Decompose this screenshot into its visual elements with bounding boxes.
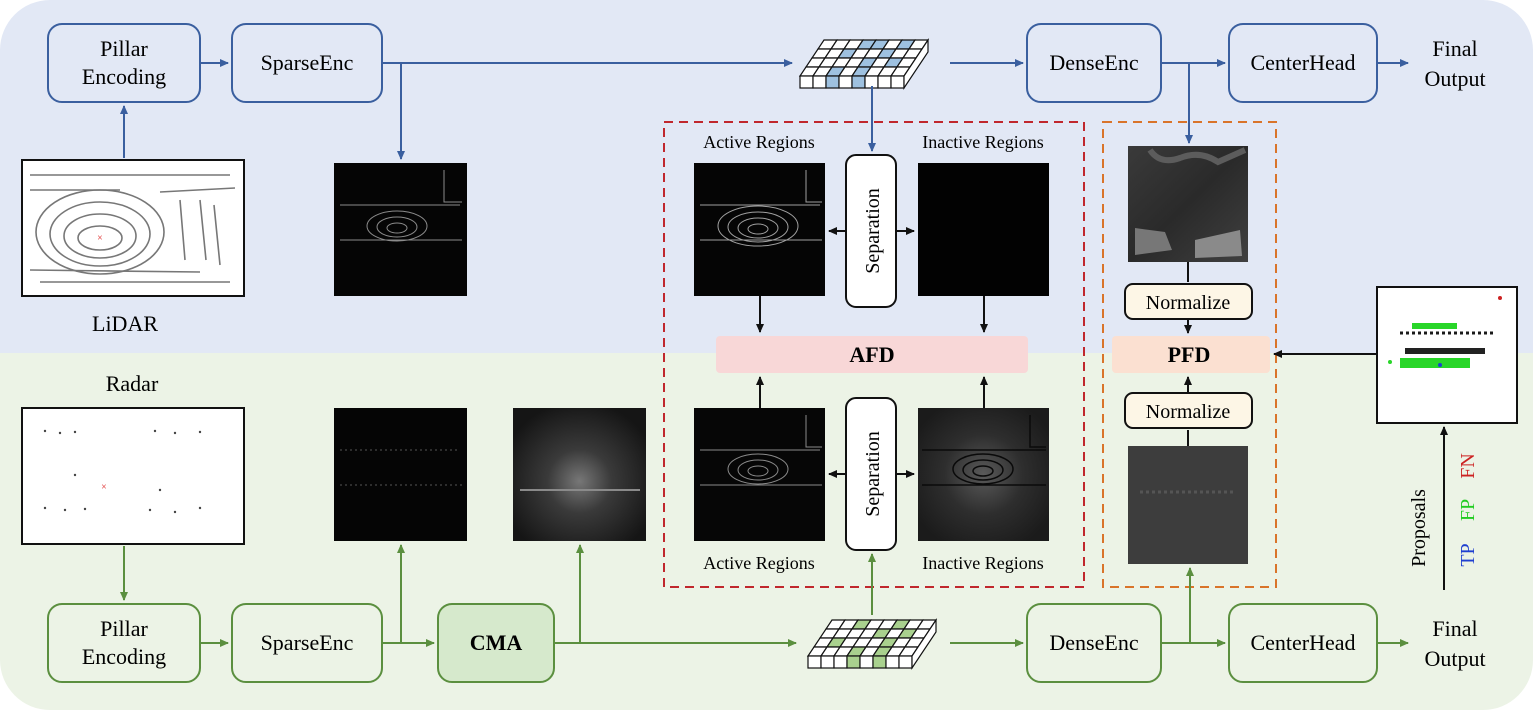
- afd-separation-bottom-label: Separation: [862, 431, 884, 517]
- afd-inactive-regions-top: Inactive Regions: [922, 132, 1043, 152]
- afd-fusion-box: AFD: [716, 336, 1028, 373]
- grid-front-cell: [807, 655, 822, 669]
- afd-label: AFD: [849, 342, 894, 367]
- proposals-fn-label: FN: [1457, 453, 1479, 479]
- lidar-sparse-enc-label: SparseEnc: [261, 50, 354, 75]
- lidar-final-output-line2: Output: [1424, 66, 1485, 91]
- lidar-center-head-box: CenterHead: [1228, 23, 1378, 103]
- radar-cma-box: CMA: [437, 603, 555, 683]
- proposals-label: Proposals: [1408, 489, 1430, 567]
- fusion-connectors: [756, 227, 1448, 590]
- pfd-top-heatmap: [1128, 146, 1248, 262]
- afd-active-bottom-map: [694, 408, 825, 541]
- svg-text:×: ×: [97, 233, 103, 244]
- grid-front-cell: [851, 75, 866, 89]
- radar-input-image: ×: [21, 407, 245, 545]
- lidar-pillar-encoding-line1: Pillar: [100, 36, 148, 61]
- pfd-label: PFD: [1168, 342, 1211, 367]
- lidar-pillar-encoding-box: Pillar Encoding: [47, 23, 201, 103]
- radar-sparse-enc-label: SparseEnc: [261, 630, 354, 655]
- grid-front-cell: [820, 655, 835, 669]
- grid-front-cell: [890, 75, 905, 89]
- lidar-bev-grid: [798, 38, 930, 90]
- grid-front-cell: [846, 655, 861, 669]
- afd-separation-bottom-box: Separation: [845, 397, 897, 551]
- grid-front-cell: [872, 655, 887, 669]
- lidar-connectors: [120, 59, 1409, 160]
- pfd-normalize-top-label: Normalize: [1146, 292, 1231, 314]
- grid-front-cell: [877, 75, 892, 89]
- radar-pillar-encoding-line2: Encoding: [82, 644, 166, 669]
- grid-front-cell: [825, 75, 840, 89]
- lidar-final-output-line1: Final: [1432, 36, 1477, 61]
- lidar-sparse-enc-box: SparseEnc: [231, 23, 383, 103]
- grid-front-cell: [799, 75, 814, 89]
- afd-active-regions-top: Active Regions: [703, 132, 814, 152]
- lidar-sparse-feature-map: [334, 163, 467, 296]
- afd-active-top-map: [694, 163, 825, 296]
- proposals-image: [1376, 286, 1518, 424]
- pfd-bottom-heatmap: [1128, 446, 1248, 564]
- radar-input-label: Radar: [106, 371, 159, 396]
- grid-front-cell: [859, 655, 874, 669]
- radar-final-output-line2: Output: [1424, 646, 1485, 671]
- grid-side: [911, 618, 937, 670]
- afd-separation-top-box: Separation: [845, 154, 897, 308]
- lidar-pillar-encoding-line2: Encoding: [82, 64, 166, 89]
- grid-front-cell: [838, 75, 853, 89]
- radar-dense-enc-label: DenseEnc: [1049, 630, 1138, 655]
- grid-side: [903, 38, 929, 90]
- radar-sparse-feature-map: [334, 408, 467, 541]
- lidar-center-head-label: CenterHead: [1250, 50, 1355, 75]
- radar-cma-feature-map: [513, 408, 646, 541]
- svg-text:×: ×: [101, 482, 107, 493]
- lidar-input-image: ×: [21, 159, 245, 297]
- radar-final-output-line1: Final: [1432, 616, 1477, 641]
- radar-cma-label: CMA: [470, 630, 523, 655]
- grid-front-cell: [885, 655, 900, 669]
- pfd-normalize-top-box: Normalize: [1124, 283, 1253, 320]
- proposals-tp-label: TP: [1457, 543, 1479, 566]
- lidar-dense-enc-label: DenseEnc: [1049, 50, 1138, 75]
- grid-front-cell: [898, 655, 913, 669]
- lidar-input-label: LiDAR: [92, 311, 158, 336]
- afd-inactive-bottom-map: [918, 408, 1049, 541]
- grid-front-cell: [812, 75, 827, 89]
- proposals-fp-label: FP: [1457, 499, 1479, 521]
- afd-separation-top-label: Separation: [862, 188, 884, 274]
- afd-inactive-regions-bottom: Inactive Regions: [922, 553, 1043, 573]
- afd-border: [663, 121, 1085, 588]
- afd-active-regions-bottom: Active Regions: [703, 553, 814, 573]
- pfd-normalize-bottom-box: Normalize: [1124, 392, 1253, 429]
- radar-connectors: [120, 544, 1409, 647]
- pfd-normalize-bottom-label: Normalize: [1146, 401, 1231, 423]
- radar-pillar-encoding-line1: Pillar: [100, 616, 148, 641]
- radar-center-head-label: CenterHead: [1250, 630, 1355, 655]
- radar-sparse-enc-box: SparseEnc: [231, 603, 383, 683]
- radar-pillar-encoding-box: Pillar Encoding: [47, 603, 201, 683]
- afd-inactive-top-map: [918, 163, 1049, 296]
- pfd-fusion-box: PFD: [1112, 336, 1270, 373]
- grid-front-cell: [833, 655, 848, 669]
- radar-bev-grid: [806, 618, 938, 670]
